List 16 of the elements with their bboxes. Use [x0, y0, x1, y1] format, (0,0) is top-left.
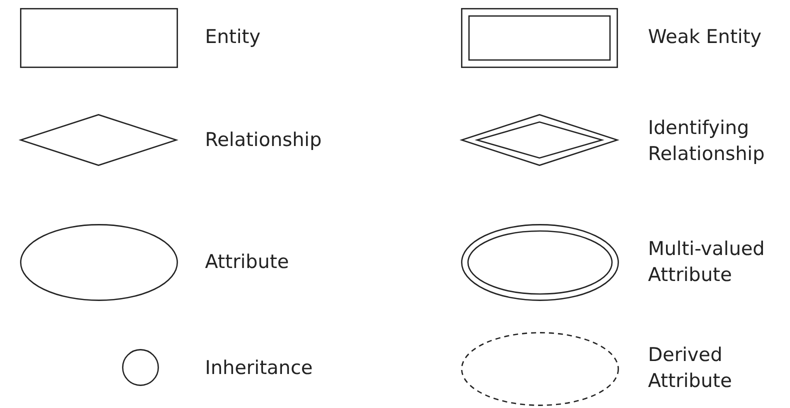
double-ellipse-symbol	[461, 224, 619, 301]
ellipse-symbol	[20, 224, 178, 301]
double-diamond-symbol	[461, 114, 618, 166]
double-rectangle-symbol	[461, 8, 618, 68]
symbol-caption: Weak Entity	[648, 25, 763, 50]
symbol-caption: Identifying Relationship	[648, 116, 766, 167]
circle-symbol	[122, 349, 159, 386]
symbol-caption: Entity	[205, 25, 262, 50]
diamond-symbol	[20, 114, 177, 166]
rectangle-symbol	[20, 8, 178, 68]
dashed-ellipse-symbol	[461, 332, 619, 406]
symbol-caption: Derived Attribute	[648, 343, 733, 394]
symbol-caption: Attribute	[205, 250, 290, 275]
symbol-caption: Inheritance	[205, 356, 314, 381]
symbol-caption: Relationship	[205, 128, 323, 153]
symbol-caption: Multi-valued Attribute	[648, 237, 766, 288]
